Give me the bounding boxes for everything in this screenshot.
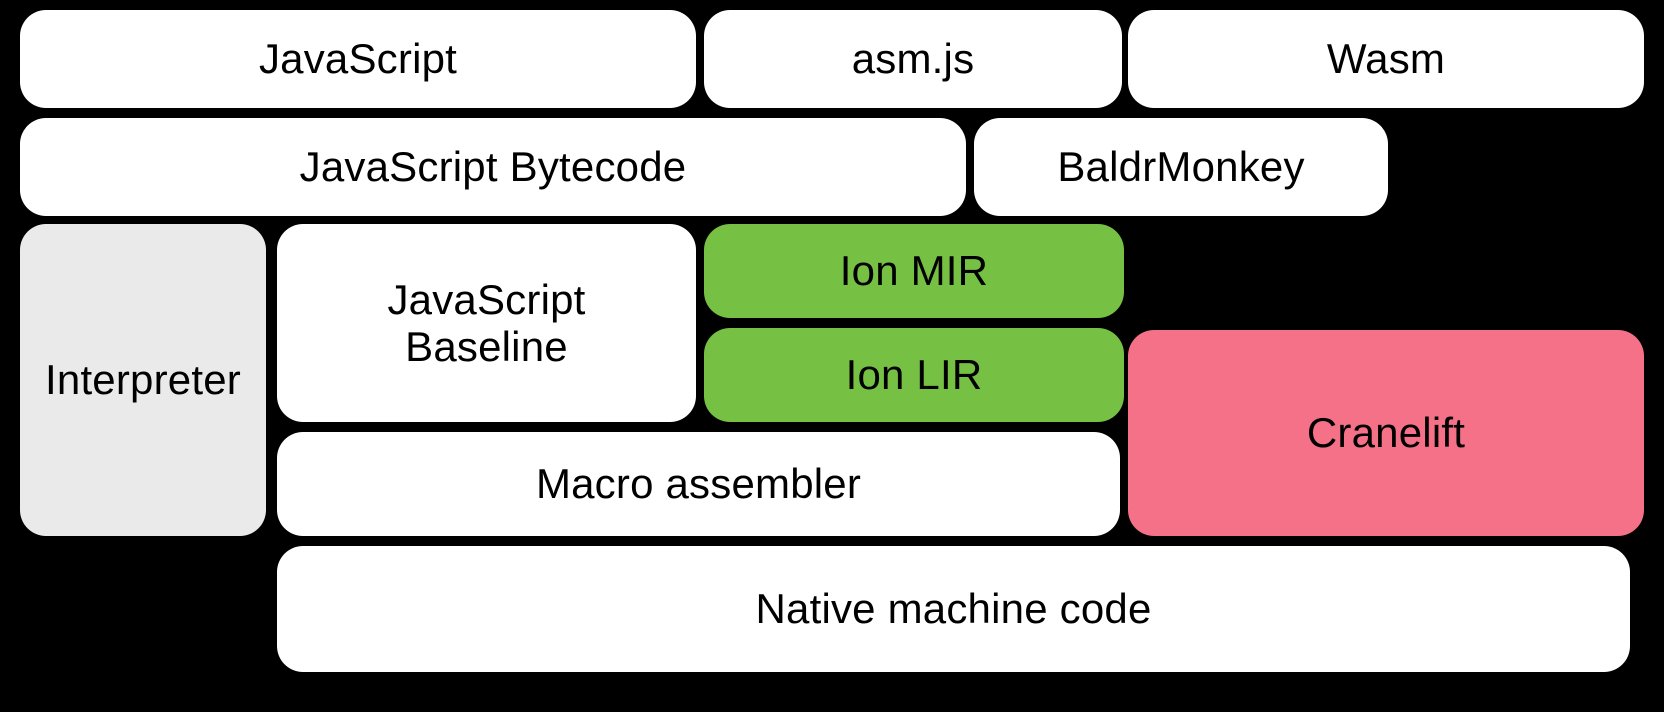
node-label-asm-js: asm.js [851, 35, 975, 83]
node-interpreter[interactable]: Interpreter [20, 224, 266, 536]
node-wasm[interactable]: Wasm [1128, 10, 1644, 108]
node-label-ion-lir: Ion LIR [845, 351, 983, 399]
node-label-interpreter: Interpreter [45, 356, 241, 404]
node-label-macro-assembler: Macro assembler [535, 460, 862, 508]
node-native-machine-code[interactable]: Native machine code [277, 546, 1630, 672]
node-asm-js[interactable]: asm.js [704, 10, 1122, 108]
node-ion-mir[interactable]: Ion MIR [704, 224, 1124, 318]
node-javascript-baseline[interactable]: JavaScript Baseline [277, 224, 696, 422]
node-label-ion-mir: Ion MIR [839, 247, 989, 295]
node-baldrmonkey[interactable]: BaldrMonkey [974, 118, 1388, 216]
node-javascript-bytecode[interactable]: JavaScript Bytecode [20, 118, 966, 216]
node-label-javascript-baseline: JavaScript Baseline [387, 275, 586, 370]
node-label-javascript-bytecode: JavaScript Bytecode [299, 143, 687, 191]
node-label-wasm: Wasm [1326, 35, 1446, 83]
node-label-cranelift: Cranelift [1306, 409, 1466, 457]
node-label-native-machine-code: Native machine code [755, 585, 1152, 633]
node-macro-assembler[interactable]: Macro assembler [277, 432, 1120, 536]
node-ion-lir[interactable]: Ion LIR [704, 328, 1124, 422]
node-cranelift[interactable]: Cranelift [1128, 330, 1644, 536]
node-javascript[interactable]: JavaScript [20, 10, 696, 108]
node-label-baldrmonkey: BaldrMonkey [1057, 143, 1305, 191]
node-label-javascript: JavaScript [258, 35, 458, 83]
